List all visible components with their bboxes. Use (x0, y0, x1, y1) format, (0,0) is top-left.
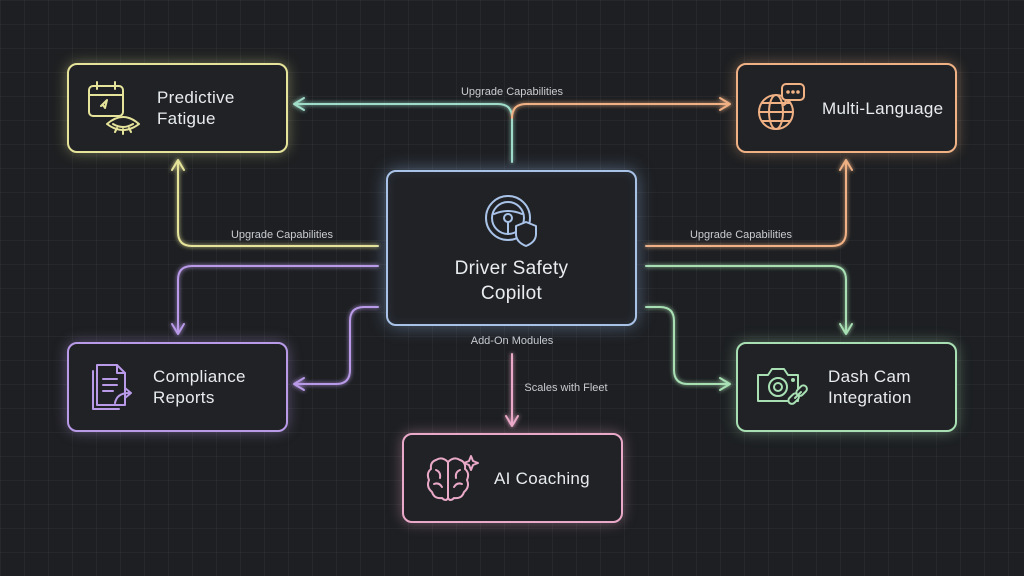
center-label-line1: Driver Safety (454, 258, 569, 279)
globe-chat-icon (758, 83, 805, 130)
connector-to-compliance-b (295, 306, 379, 385)
arrowhead (171, 323, 185, 335)
arrowhead (171, 159, 185, 171)
multi-language-node[interactable]: Multi-Language (736, 63, 957, 153)
compliance-reports-node[interactable]: Compliance Reports (67, 342, 288, 432)
ai-coaching-label: AI Coaching (494, 468, 590, 488)
predictive-fatigue-line2: Fatigue (157, 109, 216, 128)
arrowhead (293, 377, 305, 391)
compliance-reports-line2: Reports (153, 388, 215, 407)
arrowhead (293, 97, 305, 111)
dash-cam-line2: Integration (828, 388, 912, 407)
dash-cam-integration-node[interactable]: Dash Cam Integration (736, 342, 957, 432)
brain-sparkle-icon (426, 455, 479, 501)
arrowhead (839, 159, 853, 171)
predictive-fatigue-node[interactable]: Predictive Fatigue (67, 63, 288, 153)
calendar-eye-icon (88, 81, 140, 135)
center-label: Driver Safety Copilot (455, 256, 569, 306)
connector-to-language-right (645, 161, 847, 247)
connector-to-fatigue-top (295, 103, 513, 163)
predictive-fatigue-label: Predictive Fatigue (157, 87, 235, 129)
documents-share-icon (92, 364, 132, 410)
ai-coaching-node[interactable]: AI Coaching (402, 433, 623, 523)
connector-to-language-top (511, 103, 729, 119)
connector-to-dashcam-b (645, 306, 729, 385)
connector-to-compliance-a (177, 265, 379, 333)
edge-label-add-on: Add-On Modules (470, 335, 554, 347)
connector-to-fatigue-left (177, 161, 379, 247)
edge-label-left: Upgrade Capabilities (230, 229, 334, 241)
compliance-reports-label: Compliance Reports (153, 366, 246, 408)
connector-to-dashcam-a (645, 265, 847, 333)
arrowhead (839, 323, 853, 335)
arrowhead (505, 415, 519, 427)
center-node[interactable]: Driver Safety Copilot (386, 170, 637, 326)
dash-cam-integration-label: Dash Cam Integration (828, 366, 912, 408)
multi-language-label: Multi-Language (822, 98, 944, 118)
edge-label-right: Upgrade Capabilities (689, 229, 793, 241)
steering-wheel-shield-icon (484, 195, 537, 247)
edge-label-scales: Scales with Fleet (524, 382, 608, 394)
edge-label-top: Upgrade Capabilities (460, 86, 564, 98)
center-label-line2: Copilot (480, 283, 543, 304)
camera-link-icon (757, 368, 808, 405)
predictive-fatigue-line1: Predictive (157, 88, 235, 107)
dash-cam-line1: Dash Cam (828, 367, 911, 386)
compliance-reports-line1: Compliance (153, 367, 246, 386)
arrowhead (719, 97, 731, 111)
arrowhead (719, 377, 731, 391)
